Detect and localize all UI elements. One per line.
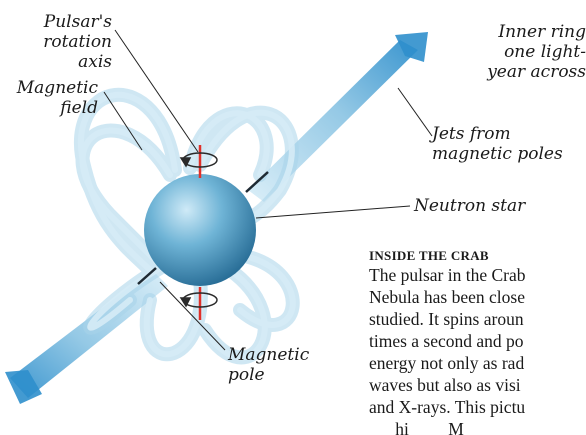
label-magnetic-field: Magnetic field <box>2 78 98 118</box>
sidebar-line: and X-rays. This pictu <box>369 397 526 417</box>
sidebar-line: studied. It spins aroun <box>369 309 524 329</box>
upper-jet-tip <box>395 32 428 62</box>
sidebar-line: The pulsar in the Crab <box>369 265 526 285</box>
label-neutron-star: Neutron star <box>414 196 526 216</box>
label-rotation-axis-line-1: Pulsar's <box>43 12 112 32</box>
label-jets: Jets from magnetic poles <box>432 124 563 164</box>
pointer-lines <box>103 29 433 351</box>
sidebar-line: hi M <box>369 419 464 435</box>
sidebar-body: The pulsar in the Crab Nebula has been c… <box>369 264 586 435</box>
magnetic-field-lines <box>74 88 300 365</box>
label-rotation-axis-line-2: rotation <box>43 32 112 52</box>
label-inner-ring-line-2: one light- <box>504 42 586 62</box>
sidebar-heading: INSIDE THE CRAB <box>369 248 489 263</box>
label-jets-line-2: magnetic poles <box>432 144 563 164</box>
label-magnetic-pole: Magnetic pole <box>228 345 309 385</box>
label-inner-ring-line-3: year across <box>487 62 586 82</box>
neutron-star <box>144 174 256 286</box>
rotation-arrow-top-icon <box>179 152 218 168</box>
label-magnetic-field-line-1: Magnetic <box>16 78 98 98</box>
magnetic-axis-upper <box>245 171 269 193</box>
label-jets-line-1: Jets from <box>432 124 511 144</box>
label-rotation-axis: Pulsar's rotation axis <box>12 12 112 72</box>
sidebar-line: energy not only as rad <box>369 353 525 373</box>
label-inner-ring-line-1: Inner ring <box>498 22 586 42</box>
magnetic-axis-lower <box>137 267 157 285</box>
sidebar-line: Nebula has been close <box>369 287 525 307</box>
label-magnetic-field-line-2: field <box>60 98 98 118</box>
sidebar-line: waves but also as visi <box>369 375 521 395</box>
lower-jet-tip <box>5 370 42 404</box>
label-rotation-axis-line-3: axis <box>78 52 112 72</box>
label-magnetic-pole-line-2: pole <box>228 365 265 385</box>
sidebar-line: times a second and po <box>369 331 524 351</box>
label-magnetic-pole-line-1: Magnetic <box>228 345 310 365</box>
label-inner-ring: Inner ring one light- year across <box>476 22 586 82</box>
rotation-arrow-bottom-icon <box>179 292 218 308</box>
